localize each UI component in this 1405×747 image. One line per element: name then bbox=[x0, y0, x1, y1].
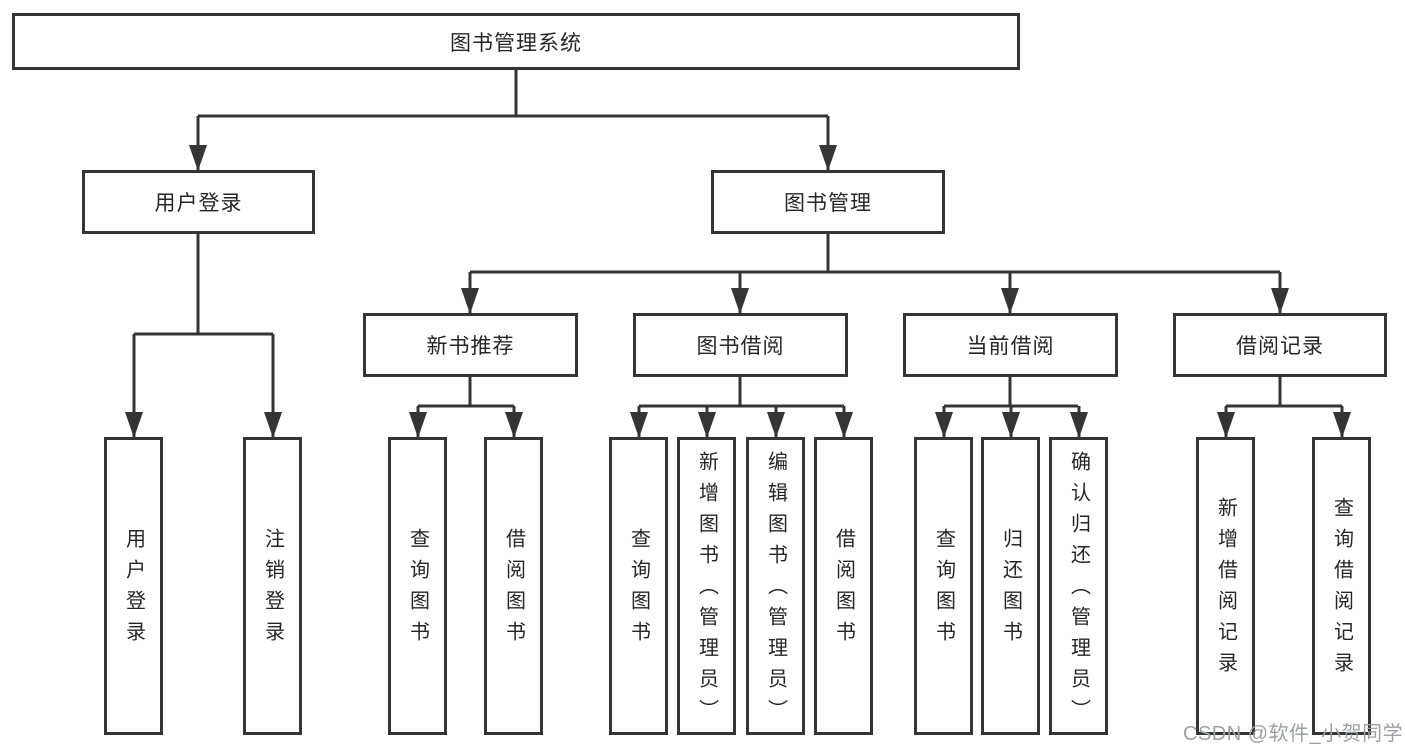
leaf-borrowing-add-books-admin: 新增图书（管理员） bbox=[677, 437, 736, 735]
leaf-current-confirm-return-admin: 确认归还（管理员） bbox=[1049, 437, 1108, 735]
leaf-current-return-books: 归还图书 bbox=[981, 437, 1040, 735]
node-borrow-records: 借阅记录 bbox=[1173, 313, 1387, 377]
csdn-watermark: CSDN @软件_小贺同学 bbox=[1183, 723, 1404, 745]
node-new-book-recommendation: 新书推荐 bbox=[363, 313, 578, 377]
leaf-newbooks-query-books: 查询图书 bbox=[388, 437, 447, 735]
leaf-records-add-borrow-record: 新增借阅记录 bbox=[1196, 437, 1255, 735]
node-book-management: 图书管理 bbox=[711, 170, 945, 234]
leaf-user-login: 用户登录 bbox=[104, 437, 163, 735]
node-book-borrowing: 图书借阅 bbox=[633, 313, 848, 377]
leaf-records-query-borrow-record: 查询借阅记录 bbox=[1312, 437, 1371, 735]
leaf-current-query-books: 查询图书 bbox=[914, 437, 973, 735]
leaf-borrowing-edit-books-admin: 编辑图书（管理员） bbox=[746, 437, 805, 735]
node-library-management-system: 图书管理系统 bbox=[12, 13, 1020, 70]
node-current-borrowing: 当前借阅 bbox=[903, 313, 1118, 377]
leaf-borrowing-borrow-books: 借阅图书 bbox=[814, 437, 873, 735]
node-user-login: 用户登录 bbox=[82, 170, 315, 234]
leaf-newbooks-borrow-books: 借阅图书 bbox=[484, 437, 543, 735]
leaf-borrowing-query-books: 查询图书 bbox=[609, 437, 668, 735]
leaf-logout: 注销登录 bbox=[243, 437, 302, 735]
